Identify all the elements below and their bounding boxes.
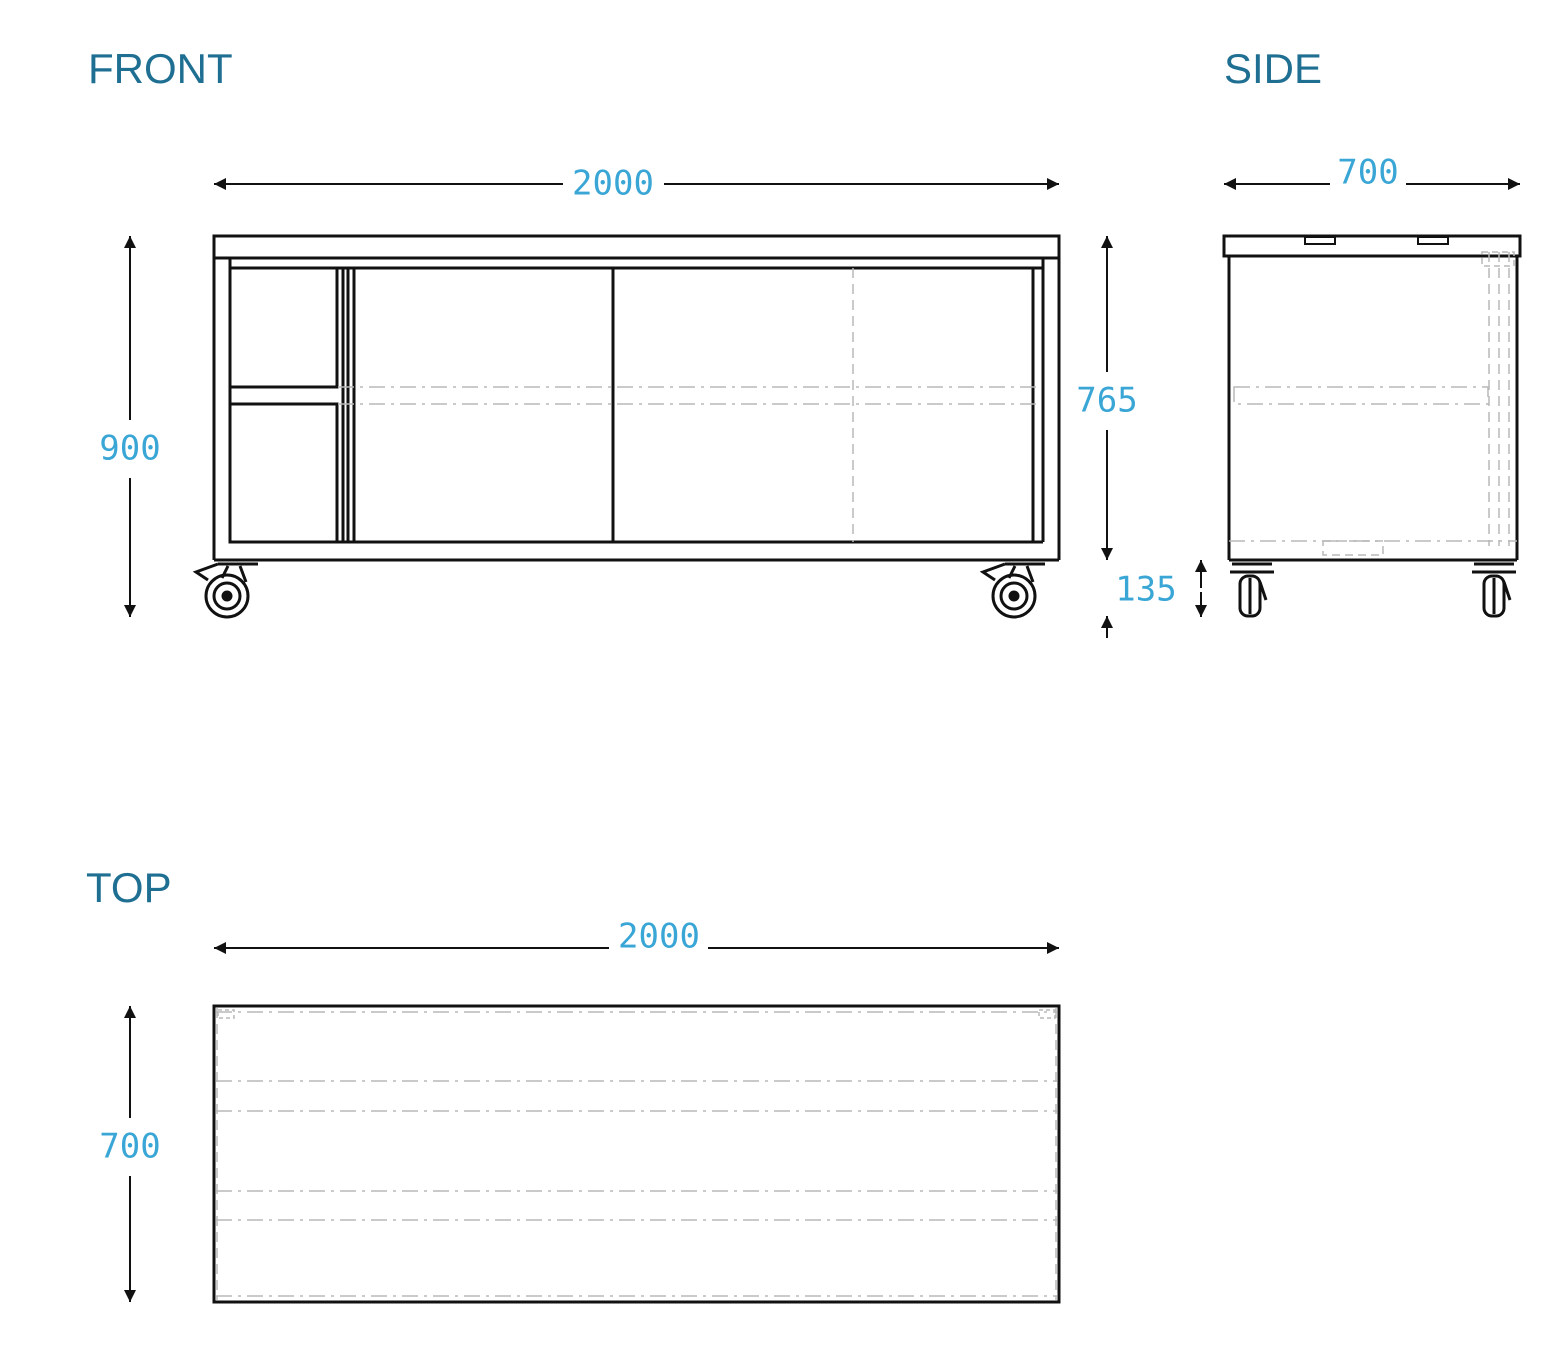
front-width-label: 2000 xyxy=(572,164,654,204)
front-worktop xyxy=(212,234,1061,260)
caster-height-label: 135 xyxy=(1115,570,1176,610)
top-depth-label: 700 xyxy=(99,1127,160,1167)
front-view-title: FRONT xyxy=(88,45,233,92)
cabinet-height-label: 765 xyxy=(1076,381,1137,421)
side-hidden-lines xyxy=(1229,251,1517,556)
top-width-label: 2000 xyxy=(618,917,700,957)
front-caster-left xyxy=(192,562,258,619)
caster-height-dimension: 135 xyxy=(1101,560,1207,638)
front-width-dimension: 2000 xyxy=(214,164,1059,204)
front-view xyxy=(212,234,1061,562)
cabinet-height-dimension: 765 xyxy=(1076,236,1138,560)
top-width-dimension: 2000 xyxy=(214,917,1059,957)
side-worktop xyxy=(1222,234,1522,258)
top-view-title: TOP xyxy=(86,864,172,911)
front-caster-right xyxy=(979,562,1045,619)
top-view xyxy=(212,1004,1061,1304)
top-hidden-lines xyxy=(216,1008,1057,1300)
front-height-label: 900 xyxy=(99,429,160,469)
side-view-title: SIDE xyxy=(1224,45,1322,92)
front-drawer-bottom xyxy=(228,402,339,544)
top-outline xyxy=(212,1004,1061,1304)
side-depth-dimension: 700 xyxy=(1224,153,1520,193)
front-hidden-lines xyxy=(338,268,1040,542)
side-caster-right xyxy=(1472,562,1516,618)
side-caster-left xyxy=(1230,562,1274,618)
front-height-dimension: 900 xyxy=(99,236,161,617)
side-depth-label: 700 xyxy=(1337,153,1398,193)
top-depth-dimension: 700 xyxy=(99,1006,161,1302)
side-view xyxy=(1222,234,1522,562)
front-drawer-top xyxy=(228,266,339,389)
